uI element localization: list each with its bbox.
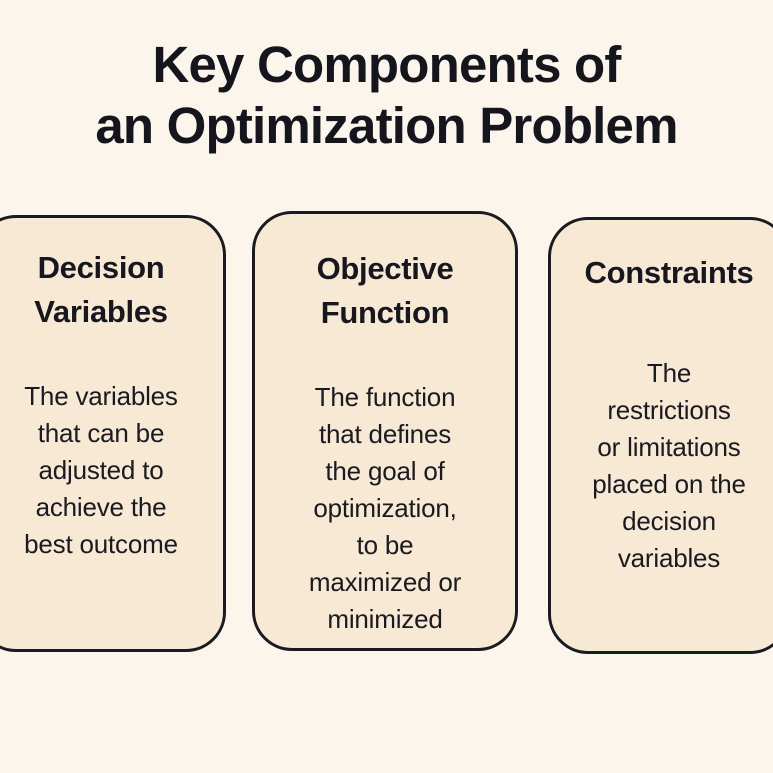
card-title-objective-function: Objective Function <box>316 251 454 330</box>
card-title-constraints: Constraints <box>584 255 754 290</box>
card-body-decision-variables: The variables that can be adjusted to ac… <box>24 381 178 559</box>
card-decision-variables: Decision Variables The variables that ca… <box>0 215 226 652</box>
card-title-decision-variables: Decision Variables <box>34 250 168 329</box>
page-title: Key Components of an Optimization Proble… <box>95 36 678 154</box>
card-objective-function: Objective Function The function that def… <box>252 211 518 651</box>
card-body-constraints: The restrictions or limitations placed o… <box>592 358 746 573</box>
card-constraints: Constraints The restrictions or limitati… <box>548 217 773 654</box>
card-body-objective-function: The function that defines the goal of op… <box>308 382 462 634</box>
